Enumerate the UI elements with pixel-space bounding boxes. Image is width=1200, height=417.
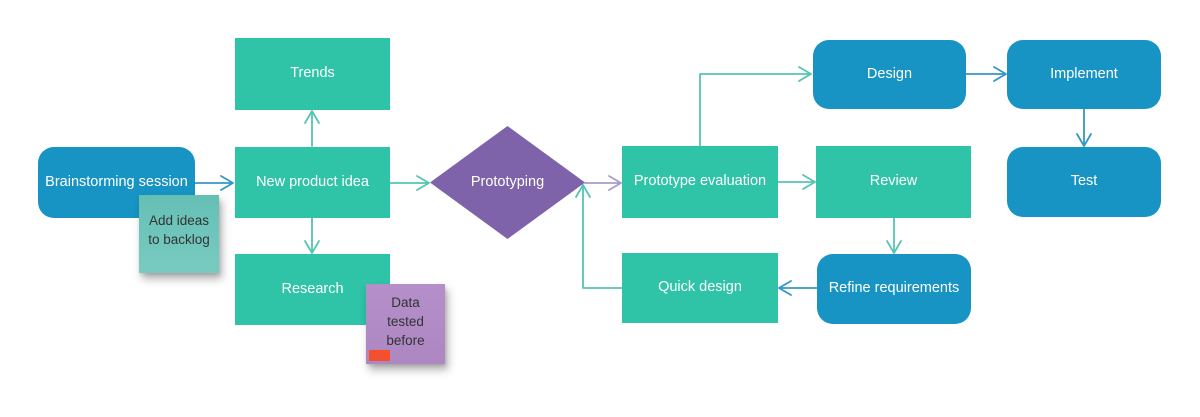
sticky-note-add-ideas-to-backlog[interactable]: Add ideas to backlog [139, 195, 219, 273]
node-label: Refine requirements [828, 280, 960, 297]
node-label: Trends [290, 65, 335, 82]
node-quick-design[interactable]: Quick design [622, 253, 778, 323]
node-label: Review [869, 173, 918, 190]
node-label: Prototype evaluation [633, 173, 767, 190]
node-label: Quick design [658, 279, 742, 296]
node-label: Research [281, 280, 344, 297]
node-label: Brainstorming session [45, 173, 188, 190]
node-label: Test [1070, 173, 1098, 190]
node-design[interactable]: Design [813, 40, 966, 109]
connector-prototyping-to-prototype-evaluation[interactable] [584, 175, 622, 191]
node-review[interactable]: Review [816, 146, 971, 218]
sticky-text-line: Add ideas [148, 213, 210, 228]
node-label: New product idea [256, 173, 369, 190]
connector-prototype-evaluation-to-design[interactable] [699, 66, 812, 147]
node-label: Design [866, 65, 913, 82]
node-prototyping[interactable]: Prototyping [430, 126, 585, 239]
connector-prototype-evaluation-to-review[interactable] [777, 174, 816, 190]
sticky-text-line: to backlog [148, 232, 210, 247]
node-trends[interactable]: Trends [235, 38, 390, 110]
sticky-note-data-tested-before[interactable]: Data tested before [366, 284, 445, 364]
node-new-product-idea[interactable]: New product idea [235, 147, 390, 218]
sticky-text-line: Data [391, 295, 420, 310]
connector-quick-design-to-prototyping[interactable] [575, 184, 623, 289]
connector-brainstorming-to-new-product-idea[interactable] [194, 175, 234, 191]
node-research[interactable]: Research [235, 254, 390, 325]
node-test[interactable]: Test [1007, 147, 1161, 217]
connector-refine-requirements-to-quick-design[interactable] [778, 280, 818, 296]
node-implement[interactable]: Implement [1007, 40, 1161, 109]
connector-design-to-implement[interactable] [965, 66, 1007, 82]
node-refine-requirements[interactable]: Refine requirements [817, 254, 971, 324]
sticky-text-line: tested [387, 314, 424, 329]
sticky-text-line: before [386, 333, 425, 348]
connector-new-product-idea-to-trends[interactable] [304, 110, 320, 147]
node-label: Prototyping [470, 173, 545, 190]
node-prototype-evaluation[interactable]: Prototype evaluation [622, 146, 778, 218]
node-label: Implement [1050, 65, 1118, 82]
connector-new-product-idea-to-research[interactable] [304, 217, 320, 254]
connector-new-product-idea-to-prototyping[interactable] [389, 175, 430, 191]
sticky-red-marker [369, 350, 390, 361]
connector-implement-to-test[interactable] [1076, 108, 1092, 147]
connector-review-to-refine-requirements[interactable] [886, 217, 902, 254]
